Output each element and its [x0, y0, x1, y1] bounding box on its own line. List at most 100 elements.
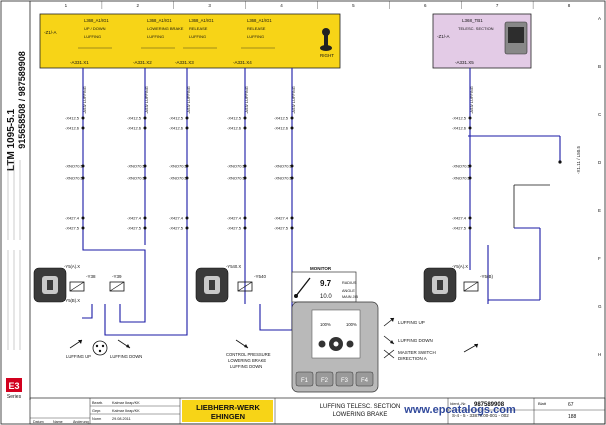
control-lever-right[interactable]	[423, 267, 457, 303]
svg-text:LIEBHERR-WERK: LIEBHERR-WERK	[196, 403, 260, 412]
control-lever-left[interactable]	[33, 267, 67, 303]
channel-subfunction: LUFFING	[247, 34, 264, 39]
channel-output-label: -A331.X2	[133, 60, 152, 65]
channel-id: L368_A1/IG1	[147, 18, 172, 23]
controller-box[interactable]: -Z1/-A RIGHT	[39, 13, 341, 69]
telesc-func: TELESC. SECTION	[458, 26, 494, 31]
control-pressure-arrow-icon	[235, 339, 249, 349]
terminal-point	[468, 226, 472, 230]
side-link: -X1.11 / L50.5	[468, 135, 581, 301]
telesc-box[interactable]: L368_TB1 TELESC. SECTION -Z1/-A -A331.X5	[432, 13, 532, 69]
terminal-label: -X427.5	[65, 226, 80, 231]
terminal-point	[81, 216, 85, 220]
tb-row-value: Kalmar Ikrap/KK	[112, 409, 140, 413]
function-key[interactable]	[315, 371, 334, 387]
valve-y38: -Y38	[69, 274, 96, 292]
dpad-icon	[329, 337, 343, 351]
valve-left-b-label: -Y5(B).X	[64, 298, 80, 303]
channel-output-label: -A331.X3	[175, 60, 194, 65]
terminal-point	[185, 176, 189, 180]
terminal-point	[143, 116, 147, 120]
channel-function: UP / DOWN	[84, 26, 106, 31]
terminal-label: -X412.6	[227, 126, 242, 131]
terminal-point	[143, 216, 147, 220]
channel-function: RELEASE	[189, 26, 208, 31]
legend: LUFFING UP LUFFING DOWN MASTER SWITCH DI…	[383, 317, 436, 361]
channel-function: LOWERING BRAKE	[147, 26, 184, 31]
terminal-point	[243, 116, 247, 120]
legend-down-label: LUFFING DOWN	[398, 338, 433, 343]
sheet-number: 67	[568, 402, 574, 408]
ruler-row-A: A	[598, 16, 601, 21]
drawing-title-2: LOWERING BRAKE	[333, 412, 388, 418]
terminal-label: -XNO70.5	[452, 164, 471, 169]
terminal-label: -XNO70.5	[227, 164, 246, 169]
svg-text:EHINGEN: EHINGEN	[211, 412, 245, 421]
terminal-point	[290, 216, 294, 220]
channel-id: L368_A1/IG1	[84, 18, 109, 23]
monitor-radius-label: RADIUS	[342, 281, 357, 285]
legend-up-icon	[383, 317, 395, 327]
operator-display[interactable]: 100% 100%	[291, 301, 379, 393]
terminal-label: -XNO70.5	[274, 176, 293, 181]
terminal-label: -X412.5	[274, 116, 289, 121]
caption-control-pressure: CONTROL PRESSURE	[226, 352, 271, 357]
function-key[interactable]	[355, 371, 374, 387]
terminal-label: -X412.5	[452, 116, 467, 121]
luffing-down-arrow-icon	[117, 339, 131, 349]
terminal-label: -X427.4	[65, 216, 80, 221]
telesc-id: L368_TB1	[462, 18, 483, 23]
terminal-point	[185, 226, 189, 230]
wire-name: -A53/ LUFFING	[186, 86, 191, 114]
terminal-label: -XNO70.5	[169, 176, 188, 181]
wire-name: -A53/ LUFFING	[82, 86, 87, 114]
tb-row-label: Bearb.	[92, 401, 103, 405]
tb-row-label: Norm	[92, 417, 101, 421]
valve-right-label: -Y5(A).X	[452, 264, 468, 269]
function-key[interactable]	[295, 371, 314, 387]
svg-text:-X1.11 / L50.5: -X1.11 / L50.5	[576, 146, 581, 174]
tb-row-value: 29.08.2011	[112, 417, 131, 421]
ruler-col-1: 1	[65, 3, 68, 8]
drawing-title-1: LUFFING TELESC. SECTION	[320, 404, 401, 410]
function-key[interactable]	[335, 371, 354, 387]
caption-luffing-down: LUFFING DOWN	[110, 354, 142, 359]
terminal-point	[243, 226, 247, 230]
terminal-label: -X427.4	[452, 216, 467, 221]
terminal-label: -X427.4	[274, 216, 289, 221]
display-icon	[504, 21, 528, 55]
terminal-point	[185, 216, 189, 220]
terminal-label: -X427.4	[227, 216, 242, 221]
company-logo: LIEBHERR-WERK EHINGEN	[182, 400, 273, 422]
left-hydraulic-icon	[318, 340, 326, 348]
legend-master-icon	[383, 349, 395, 359]
terminal-point	[290, 126, 294, 130]
terminal-point	[243, 126, 247, 130]
monitor-title: MONITOR	[310, 266, 332, 271]
document-number: S-4 - 5 - 33879.00-001 - 002	[452, 413, 509, 418]
valve-y39: -Y39	[109, 274, 125, 292]
controller-tag: -Z1/-A	[44, 30, 57, 35]
terminal-label: -X427.5	[452, 226, 467, 231]
ident-number: 987589908	[474, 402, 505, 408]
valve-y50-label: -Y5(B)	[480, 274, 494, 279]
valve-y50: -Y5(B)	[463, 274, 494, 292]
terminal-point	[290, 164, 294, 168]
terminal-label: -X412.6	[127, 126, 142, 131]
ruler-row-G: G	[598, 304, 602, 309]
terminal-label: -X412.5	[227, 116, 242, 121]
terminal-label: -XNO70.5	[169, 164, 188, 169]
svg-text:E3: E3	[8, 381, 19, 391]
tb-row-label: Gepr.	[92, 409, 101, 413]
control-lever-mid[interactable]	[195, 267, 229, 303]
terminal-label: -X412.5	[65, 116, 80, 121]
monitor-angle-label: ANGLE	[342, 289, 355, 293]
controller-right-label: RIGHT	[320, 53, 334, 58]
terminal-point	[143, 164, 147, 168]
valve-y540: -Y540	[237, 274, 267, 292]
sheet-label: Blatt	[538, 401, 547, 406]
telesc-tag: -Z1/-A	[437, 34, 450, 39]
